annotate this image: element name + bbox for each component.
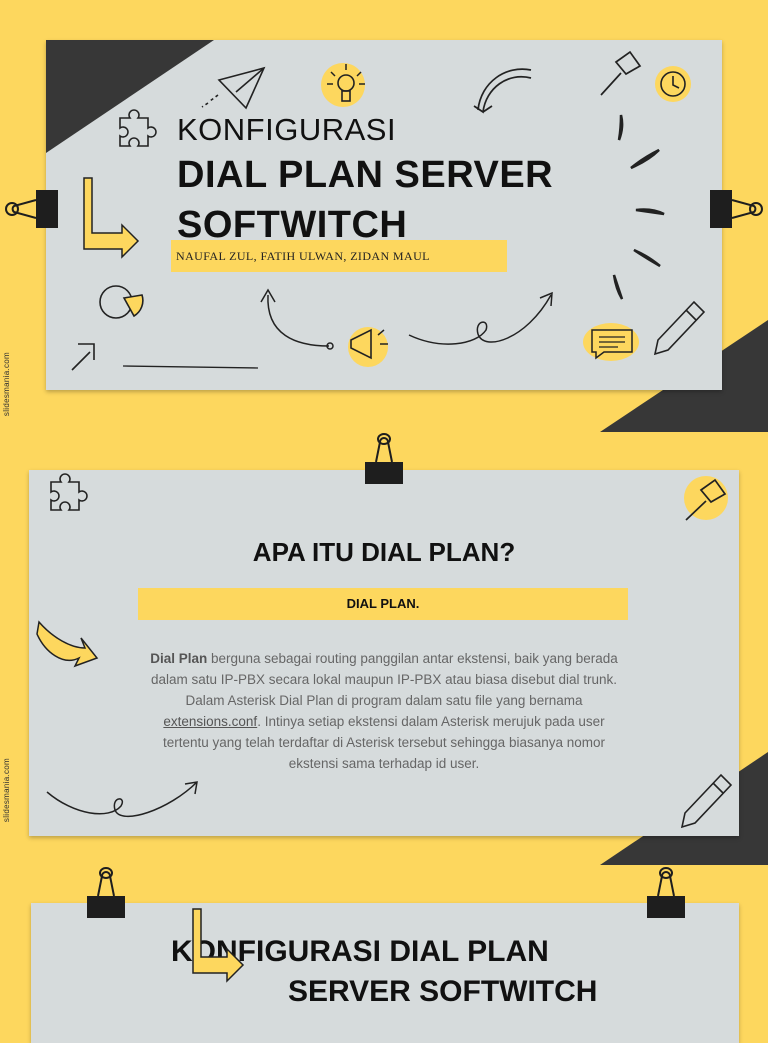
paper-plane-icon <box>201 66 266 110</box>
slide2-doodles <box>36 473 733 829</box>
loop-arrow-icon <box>408 291 553 345</box>
slide-heading-line2: SERVER SOFTWITCH <box>288 975 598 1008</box>
curved-arrow-icon <box>260 288 334 350</box>
slide-configuration: KONFIGURASI DIAL PLAN SERVER SOFTWITCH <box>31 903 739 1043</box>
file-link[interactable]: extensions.conf <box>163 714 258 729</box>
binder-clip-icon <box>87 867 125 918</box>
slide-dial-plan: APA ITU DIAL PLAN? DIAL PLAN. Dial Plan … <box>29 470 739 836</box>
loop-arrow-icon <box>46 781 198 818</box>
l-arrow-icon <box>83 177 140 259</box>
l-arrow-icon <box>192 908 245 983</box>
body-paragraph: Dial Plan berguna sebagai routing panggi… <box>139 648 629 774</box>
binder-clip-icon <box>365 433 403 484</box>
pencil-icon <box>653 300 706 356</box>
megaphone-icon <box>348 327 388 367</box>
pushpin-icon <box>600 50 642 96</box>
authors-text: NAUFAL ZUL, FATIH ULWAN, ZIDAN MAUL <box>176 249 430 263</box>
subtitle-text: DIAL PLAN. <box>346 596 420 611</box>
burst-decoration <box>612 114 665 300</box>
watermark: slidesmania.com <box>2 758 11 823</box>
divider-line <box>122 365 259 369</box>
curved-arrow-icon <box>473 68 532 114</box>
slide-title-line2: DIAL PLAN SERVER SOFTWITCH <box>177 154 554 246</box>
binder-clip-icon <box>647 867 685 918</box>
binder-clip-icon <box>5 190 58 228</box>
puzzle-icon <box>119 109 157 147</box>
slide1-doodles <box>46 40 706 371</box>
slide-heading: APA ITU DIAL PLAN? <box>252 537 516 567</box>
binder-clip-icon <box>710 190 763 228</box>
watermark: slidesmania.com <box>2 352 11 417</box>
speech-bubble-icon <box>583 323 639 361</box>
curved-arrow-icon <box>36 620 99 668</box>
body-term: Dial Plan <box>150 651 208 666</box>
authors-highlight <box>171 240 507 272</box>
pencil-icon <box>680 773 733 829</box>
body-text: . Intinya setiap ekstensi dalam Asterisk… <box>162 714 605 771</box>
slide-title: KONFIGURASI DIAL PLAN SERVER SOFTWITCH N… <box>46 40 722 390</box>
puzzle-icon <box>50 473 88 511</box>
slide-title-line1: KONFIGURASI <box>177 112 397 147</box>
pushpin-icon <box>684 476 728 521</box>
clock-icon <box>655 66 691 102</box>
subtitle-highlight: DIAL PLAN. <box>138 588 628 620</box>
arrow-up-icon <box>71 343 95 371</box>
body-text: berguna sebagai routing panggilan antar … <box>150 651 618 708</box>
pie-chart-icon <box>99 285 144 319</box>
lightbulb-icon <box>321 63 365 107</box>
